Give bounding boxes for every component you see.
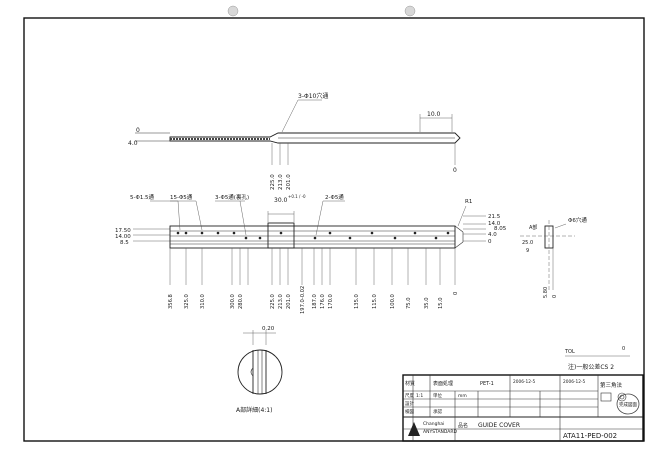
side-view-dim-3: 201.0 (286, 174, 292, 190)
plan-top-dim-tol: +0.1 / -0 (288, 194, 306, 199)
tb-unit-value: mm (458, 394, 467, 399)
plan-callout-1: 5-Φ1.5通 (130, 193, 155, 201)
detail-a-caption: A部詳細(4:1) (236, 406, 272, 414)
tb-date1: 2006-12-5 (513, 379, 536, 385)
plan-bottom-dim-special: 197.0-0.02 (300, 286, 306, 314)
plan-bottom-dim-15: 75.0 (406, 297, 412, 309)
plan-bottom-dim-6: 225.0 (270, 294, 276, 309)
tb-company-line2: ANYSTANDARD (423, 429, 457, 435)
side-view-left-top-label: 0 (136, 127, 140, 134)
plan-bottom-dim-13: 115.0 (372, 294, 378, 309)
side-view-dim-2: 213.0 (278, 174, 284, 190)
approval-stamp: 完成図面 (616, 393, 640, 415)
side-view-top-dim: 10.0 (427, 111, 441, 118)
plan-callout-3: 3-Φ5通(裏孔) (215, 193, 249, 201)
tb-date2: 2006-12-5 (563, 379, 586, 385)
plan-bottom-dim-2: 325.0 (184, 294, 190, 309)
side-view-hole-callout: 3-Φ10穴通 (298, 92, 328, 100)
tb-unit-label: 単位 (433, 392, 442, 399)
tb-company-line1: Changhai (423, 421, 444, 427)
tb-approved-label: 承認 (433, 408, 442, 415)
plan-bottom-dim-3: 310.0 (200, 294, 206, 309)
end-view-zero: 0 (552, 295, 558, 298)
side-view: 0 4.0 3-Φ10穴通 10.0 0 225.0 213.0 201.0 (128, 92, 461, 190)
plan-callout-2: 15-Φ5通 (170, 193, 193, 201)
svg-text:0: 0 (622, 346, 625, 352)
company-logo: Changhai ANYSTANDARD (408, 421, 457, 436)
plan-top-dim: 30.0 (274, 197, 288, 204)
plan-left-dim-3: 8.5 (120, 240, 129, 246)
plan-bottom-dim-10: 176.0 (320, 294, 326, 309)
plan-bottom-dim-17: 15.0 (438, 297, 444, 309)
plan-right-dim-4: 4.0 (488, 232, 497, 238)
tolerance-header: TOL (564, 349, 575, 355)
plan-bottom-dim-16: 35.0 (424, 297, 430, 309)
tb-third-angle: 第三角法 (600, 381, 623, 389)
binding-hole-left (227, 5, 239, 17)
plan-bottom-dim-11: 170.0 (328, 294, 334, 309)
end-view: Φ6穴通 A部 25.0 9 5.80 0 (520, 216, 587, 298)
end-view-hole-label: Φ6穴通 (568, 216, 587, 224)
sheet-border (23, 17, 645, 442)
end-view-bottom: 5.80 (543, 287, 549, 298)
side-view-body (169, 132, 461, 144)
tb-drawn-label: 設計 (405, 400, 414, 407)
tb-material-label: 材質 (405, 380, 415, 387)
plan-right-dim-3: 8.05 (494, 226, 507, 232)
tb-name-label: 品名 (458, 422, 468, 429)
tb-scale-label: 尺度 (405, 392, 414, 399)
tb-checked-label: 検図 (405, 408, 414, 415)
tb-drawing-number: ATA11-PED-002 (563, 432, 617, 440)
end-view-dim1: 25.0 (522, 240, 533, 246)
plan-bottom-dim-zero: 0 (453, 292, 459, 295)
plan-view-body (169, 225, 456, 249)
plan-holes (176, 231, 450, 240)
detail-a-dim: 0.20 (262, 326, 275, 332)
plan-left-dim-1: 17.50 (115, 228, 131, 234)
plan-right-dim-5: 0 (488, 239, 492, 245)
plan-bottom-dim-5: 280.0 (238, 294, 244, 309)
side-view-left-bottom-label: 4.0 (128, 140, 138, 147)
tb-material-value: PET-1 (480, 381, 494, 387)
plan-bottom-dim-8: 201.0 (286, 294, 292, 309)
plan-bottom-dim-1: 356.8 (168, 294, 174, 309)
plan-bottom-dim-14: 100.0 (390, 294, 396, 309)
plan-bottom-dim-12: 135.0 (354, 294, 360, 309)
plan-callout-r1: R1 (465, 199, 472, 205)
tb-finish-label: 表面処理 (433, 380, 453, 387)
tb-stamp-text: 完成図面 (619, 401, 637, 408)
plan-view: 17.50 14.00 8.5 (115, 193, 507, 314)
svg-text:0: 0 (453, 167, 457, 174)
plan-bottom-dim-4: 300.0 (230, 294, 236, 309)
plan-left-dim-2: 14.00 (115, 234, 131, 240)
tb-scale-value: 1:1 (416, 393, 423, 399)
plan-right-dim-1: 21.5 (488, 214, 501, 220)
plan-bottom-dim-9: 187.0 (312, 294, 318, 309)
title-block-frame (402, 374, 644, 442)
binding-hole-right (404, 5, 416, 17)
tb-part-name: GUIDE COVER (478, 422, 520, 429)
title-block: 材質 表面処理 PET-1 尺度 1:1 単位 mm 2006-12-5 200… (402, 374, 644, 442)
detail-a: 0.20 A部詳細(4:1) (236, 326, 283, 414)
end-view-dim2: 9 (526, 248, 529, 254)
side-view-dim-1: 225.0 (270, 174, 276, 190)
plan-bottom-dim-7: 213.0 (278, 294, 284, 309)
detail-a-circle (237, 349, 283, 395)
third-angle-symbol (600, 392, 627, 402)
notes-area: TOL 0 注)一般公差CS 2 (564, 346, 630, 371)
end-view-a-mark: A部 (529, 224, 537, 231)
general-tolerance-note: 注)一般公差CS 2 (568, 363, 614, 371)
plan-right-dim-2: 14.0 (488, 221, 501, 227)
plan-callout-4: 2-Φ5通 (325, 193, 344, 201)
